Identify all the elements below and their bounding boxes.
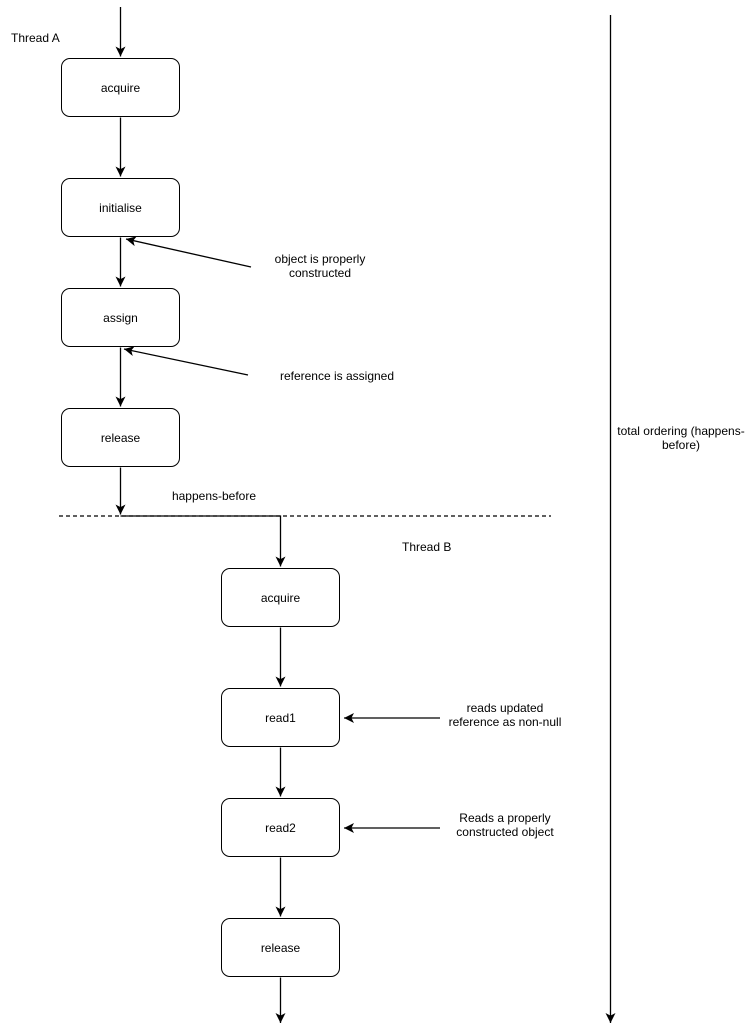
node-thread-a-initialise: initialise	[61, 178, 180, 237]
annotation-reference-assigned: reference is assigned	[279, 369, 395, 383]
annotation-reads-updated: reads updated reference as non-null	[448, 701, 562, 729]
node-thread-b-read2: read2	[221, 798, 340, 857]
node-thread-a-release: release	[61, 408, 180, 467]
arrow-annotation-object-constructed	[125, 236, 252, 268]
happens-before-label: happens-before	[171, 489, 257, 503]
node-thread-b-acquire: acquire	[221, 568, 340, 627]
node-thread-a-acquire: acquire	[61, 58, 180, 117]
node-thread-a-assign: assign	[61, 288, 180, 347]
arrow-barrier-to-b-acquire	[120, 515, 286, 567]
annotation-reads-constructed: Reads a properly constructed object	[456, 811, 554, 839]
node-thread-b-read1: read1	[221, 688, 340, 747]
arrow-annotation-reference-assigned	[123, 346, 249, 376]
thread-a-label: Thread A	[11, 31, 60, 45]
annotation-object-constructed: object is properly constructed	[274, 252, 366, 280]
total-ordering-label: total ordering (happens- before)	[617, 424, 745, 452]
node-thread-b-release: release	[221, 918, 340, 977]
thread-b-label: Thread B	[402, 540, 452, 554]
